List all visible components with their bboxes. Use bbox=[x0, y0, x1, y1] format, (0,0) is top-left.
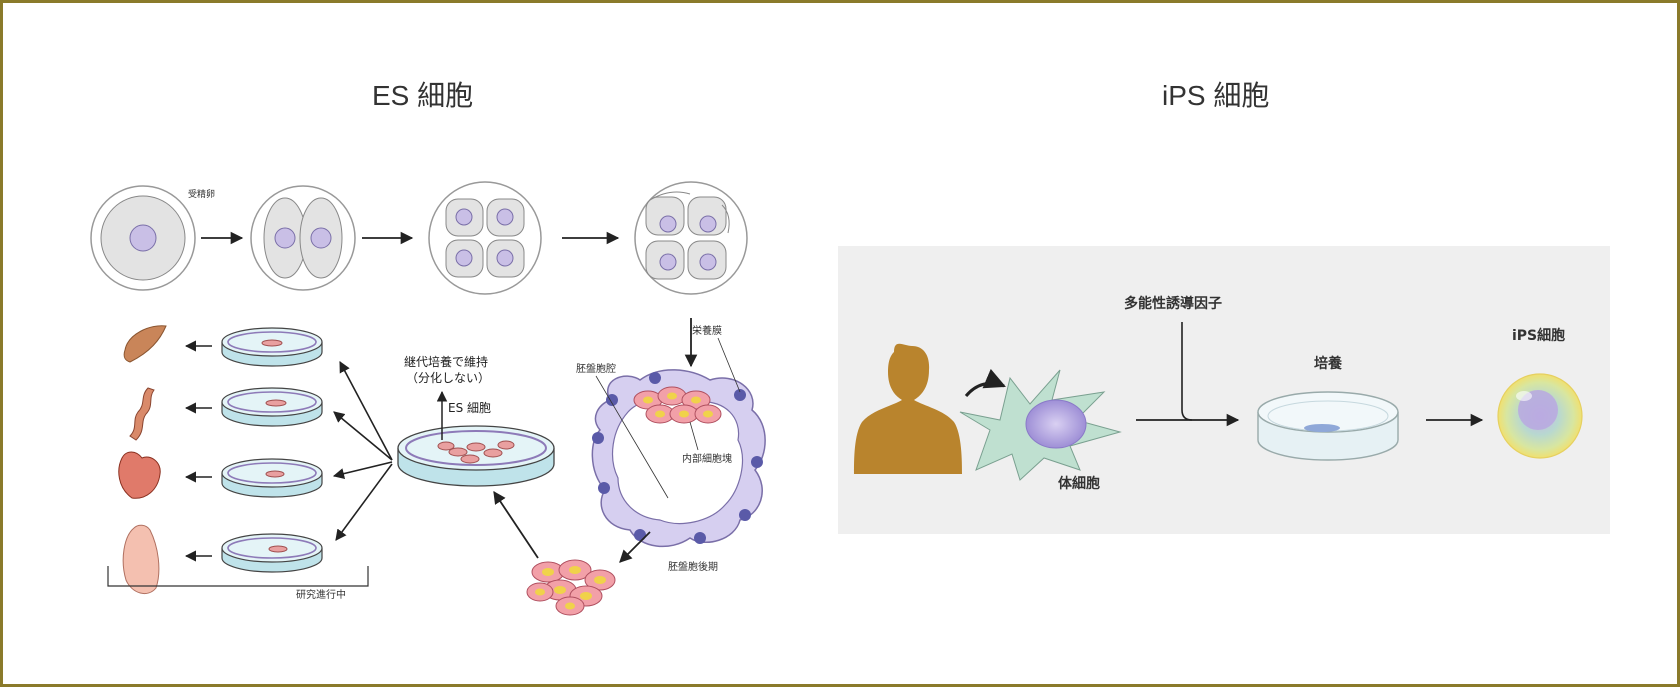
leader-trophectoderm bbox=[717, 337, 741, 393]
lung-organ bbox=[122, 524, 160, 595]
zygote-stage bbox=[90, 185, 196, 291]
human-silhouette bbox=[854, 343, 962, 474]
label-somatic: 体細胞 bbox=[1058, 475, 1100, 492]
blastocyst bbox=[591, 369, 766, 548]
label-factors: 多能性誘導因子 bbox=[1124, 295, 1222, 312]
label-research: 研究進行中 bbox=[296, 588, 346, 601]
label-late-blastocyst: 胚盤胞後期 bbox=[668, 560, 718, 573]
label-inner-cell-mass: 内部細胞塊 bbox=[682, 452, 732, 465]
diff-dish-1 bbox=[221, 327, 323, 367]
four-cell-stage bbox=[428, 181, 542, 295]
leader-inner-cell-mass bbox=[689, 421, 699, 451]
isolated-icm-cluster bbox=[526, 559, 616, 616]
label-passage-line1: 継代培養で維持 bbox=[404, 354, 488, 369]
ips-panel-bg bbox=[838, 246, 1610, 534]
es-title: ES 細胞 bbox=[372, 80, 474, 111]
eight-cell-stage bbox=[634, 181, 748, 295]
label-es-cell: ES 細胞 bbox=[448, 401, 491, 415]
arrow-human-somatic bbox=[964, 368, 1006, 397]
research-bracket bbox=[107, 566, 369, 587]
heart-organ bbox=[118, 451, 161, 499]
label-trophectoderm: 栄養膜 bbox=[692, 324, 722, 337]
arrow-icm-esdish bbox=[493, 490, 539, 559]
es-culture-dish bbox=[397, 425, 555, 487]
diff-dish-4 bbox=[221, 533, 323, 573]
leader-blastocoel bbox=[595, 375, 669, 499]
intestine-organ bbox=[129, 387, 155, 441]
inner-cell-mass-cluster bbox=[633, 386, 722, 424]
diff-dish-2 bbox=[221, 387, 323, 427]
liver-organ bbox=[123, 325, 167, 363]
label-fertilized-egg: 受精卵 bbox=[188, 188, 215, 200]
arrow-blastocyst-icm bbox=[619, 531, 651, 563]
differentiation-arrows bbox=[332, 361, 393, 541]
label-passage-line2: （分化しない） bbox=[406, 371, 490, 385]
two-cell-stage bbox=[250, 185, 356, 291]
label-blastocoel: 胚盤胞腔 bbox=[576, 362, 616, 375]
ips-title: iPS 細胞 bbox=[1162, 80, 1270, 111]
somatic-cell bbox=[959, 369, 1122, 481]
diff-dish-3 bbox=[221, 458, 323, 498]
ips-culture-dish bbox=[1257, 391, 1399, 461]
label-culture: 培養 bbox=[1314, 355, 1342, 372]
label-ips-cell: iPS細胞 bbox=[1512, 327, 1565, 344]
ips-cell bbox=[1497, 373, 1583, 459]
